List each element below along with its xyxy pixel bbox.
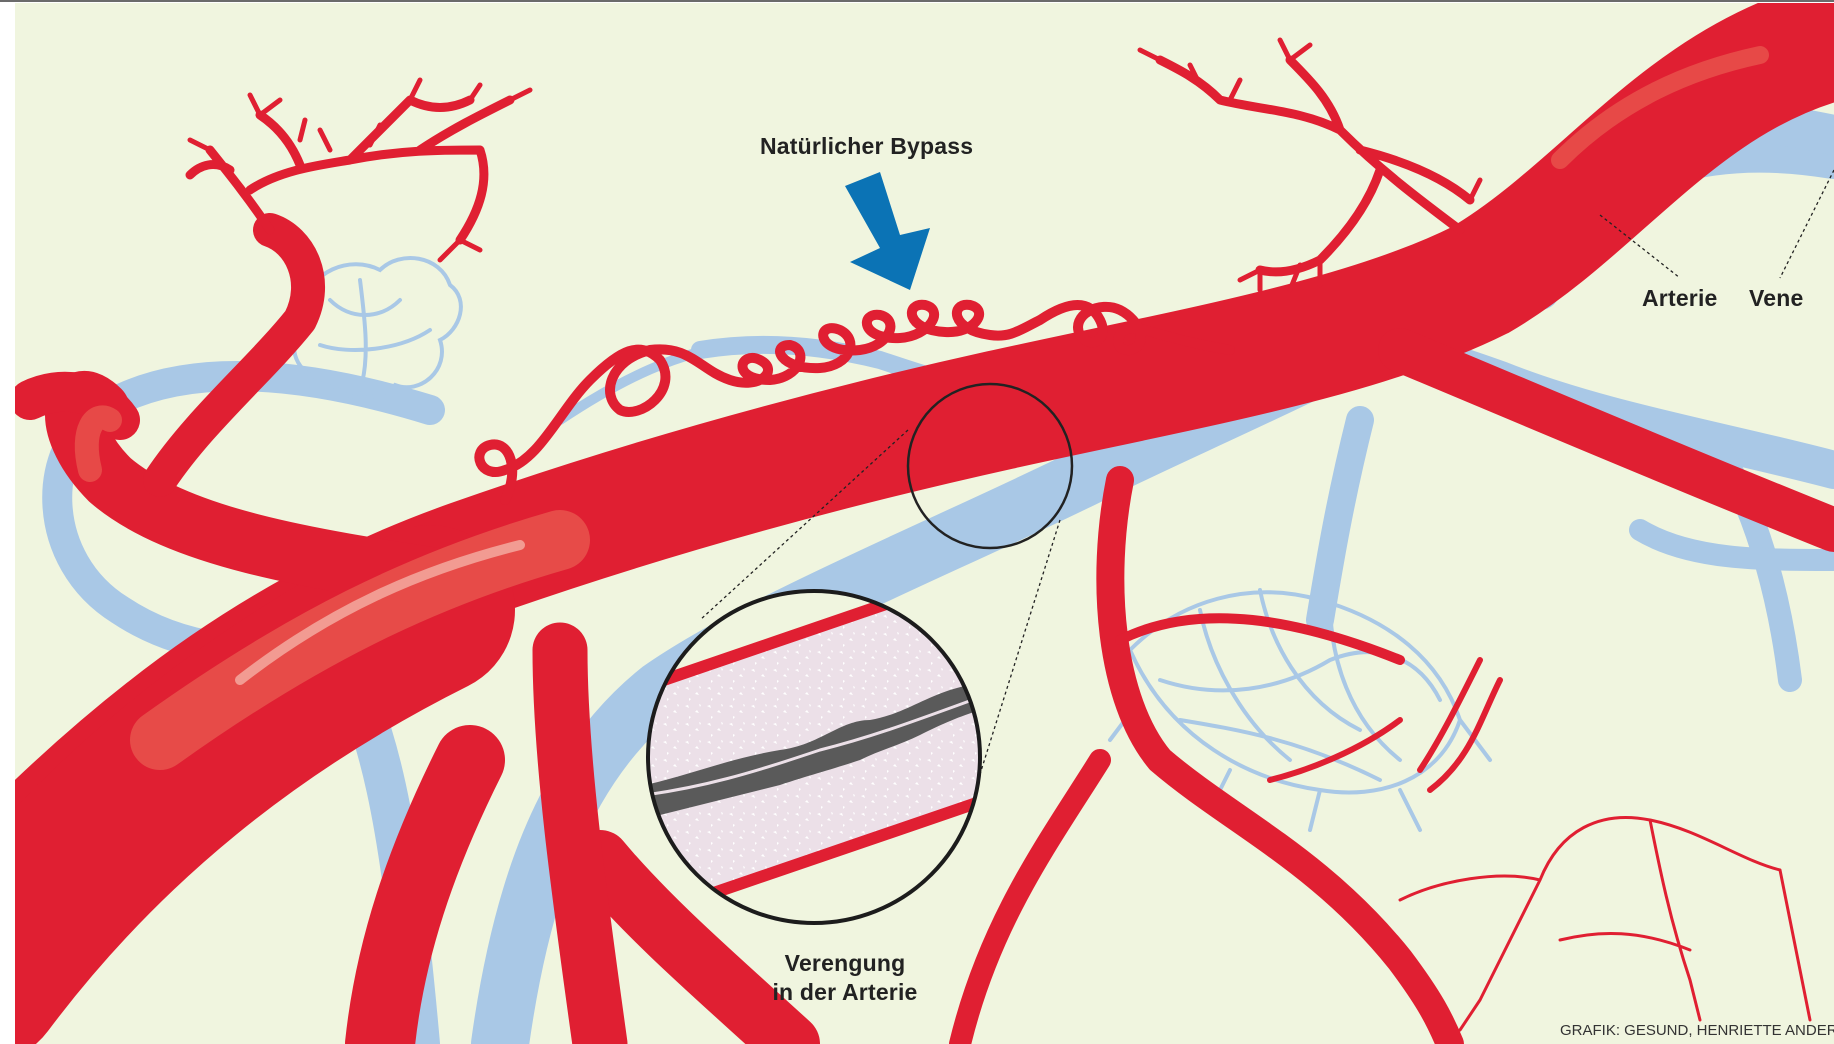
label-vene: Vene <box>1749 285 1804 312</box>
label-arterie: Arterie <box>1642 285 1718 312</box>
label-stenosis-line1: Verengung <box>745 949 945 978</box>
credit-line: GRAFIK: GESUND, HENRIETTE ANDERS <box>1560 1022 1834 1039</box>
label-stenosis-line2: in der Arterie <box>745 978 945 1007</box>
label-stenosis: Verengung in der Arterie <box>745 949 945 1007</box>
label-natural-bypass: Natürlicher Bypass <box>760 133 973 160</box>
